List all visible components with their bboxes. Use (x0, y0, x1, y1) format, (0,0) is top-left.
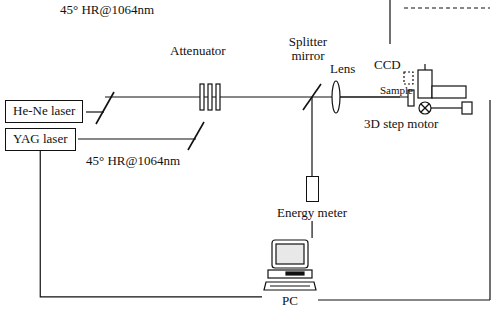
computer: PC (262, 238, 318, 309)
part-label: Lens (330, 62, 355, 76)
node-label: He-Ne laser (13, 104, 75, 119)
energy-meter: Energy meter (277, 176, 347, 221)
meter-body (306, 176, 319, 202)
part-label: CCD (374, 58, 401, 72)
node-label: YAG laser (13, 132, 68, 147)
laser-box: YAG laser (5, 128, 76, 151)
signal-wire (40, 151, 262, 297)
part-label: 45° HR@1064nm (60, 3, 154, 17)
computer-icon (262, 238, 318, 294)
node-label: Energy meter (277, 206, 347, 221)
part-label: Splitter mirror (282, 35, 334, 64)
node-label: PC (262, 294, 318, 309)
part-label: Sample (380, 84, 413, 96)
signal-wire (312, 221, 313, 238)
part-label: 45° HR@1064nm (86, 154, 180, 168)
laser-box: He-Ne laser (5, 100, 83, 123)
part-label: Attenuator (170, 44, 226, 58)
part-label: 3D step motor (364, 117, 438, 131)
